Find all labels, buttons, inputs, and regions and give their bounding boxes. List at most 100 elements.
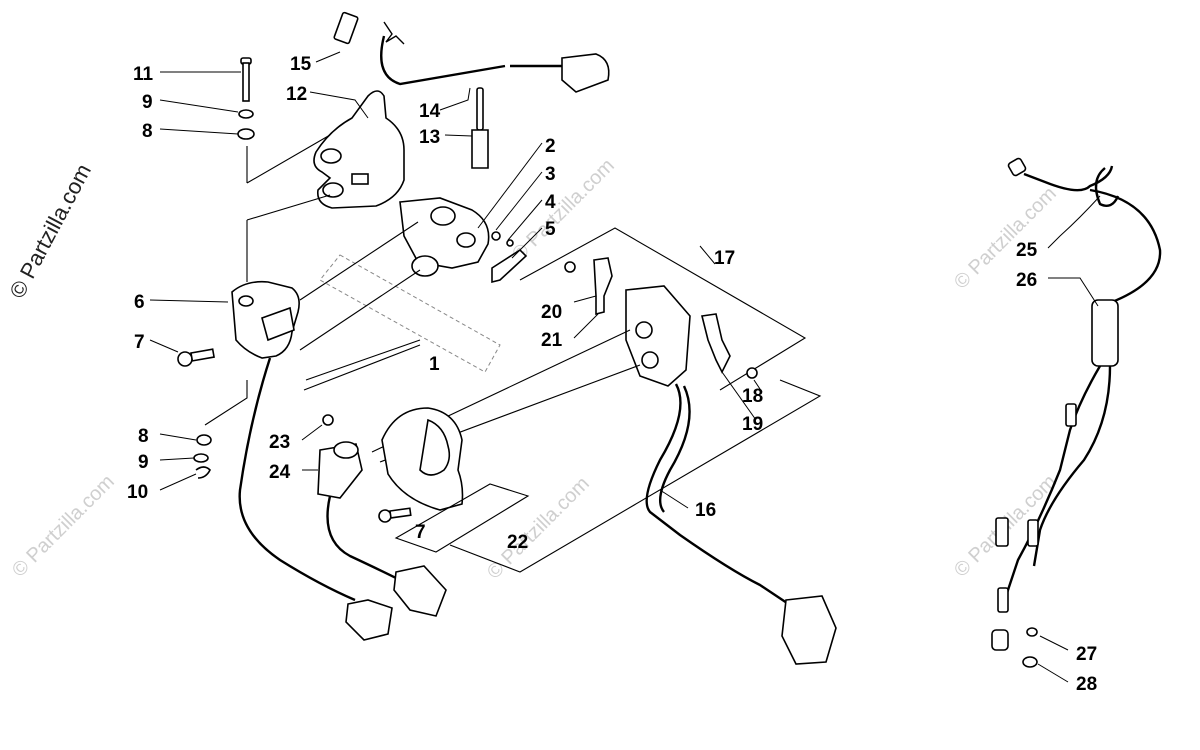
- clamp-hole: [238, 295, 254, 307]
- wire-end: [383, 21, 405, 45]
- callout-9: 9: [142, 92, 153, 113]
- switch-assembly: [299, 197, 528, 391]
- watermark-layer: © Partzilla.com © Partzilla.com © Partzi…: [4, 155, 1060, 584]
- screw-head: [177, 351, 193, 367]
- bracket-plate: [491, 248, 528, 284]
- callout-26: 26: [1016, 270, 1037, 291]
- adjuster: [1027, 519, 1039, 547]
- bracket-hole: [320, 148, 342, 164]
- plug-connector: [561, 53, 610, 93]
- clamp-wire: [238, 357, 356, 602]
- bracket-hole: [322, 182, 344, 198]
- lever: [701, 313, 731, 374]
- clip: [506, 239, 514, 247]
- screw-shaft: [389, 507, 412, 519]
- watermark-repeat: © Partzilla.com: [508, 155, 619, 266]
- callout-17: 17: [714, 248, 735, 269]
- ferrule: [997, 587, 1009, 613]
- cable: [1032, 365, 1112, 567]
- cable-loop: [1023, 165, 1114, 192]
- cable-cap: [991, 629, 1009, 651]
- housing-wire: [658, 385, 691, 513]
- lower-switch-assembly: [317, 329, 822, 641]
- washer: [196, 434, 212, 446]
- leader-lines: [149, 51, 1101, 683]
- callout-21: 21: [541, 330, 563, 351]
- ring-terminal-lead: [476, 87, 484, 131]
- switch-face: [419, 418, 451, 476]
- housing-assembly: [519, 227, 837, 665]
- housing: [625, 285, 691, 387]
- callout-25: 25: [1016, 240, 1038, 261]
- callout-23: 23: [269, 432, 290, 453]
- connector: [345, 599, 393, 641]
- button-wire: [326, 495, 401, 582]
- group-frame: [394, 483, 530, 553]
- pin-shaft: [242, 62, 250, 102]
- callout-13: 13: [419, 127, 440, 148]
- callout-24: 24: [269, 462, 291, 483]
- left-bracket-assembly: [177, 57, 405, 602]
- throttle-body: [399, 197, 490, 269]
- callout-12: 12: [286, 84, 307, 105]
- cable-loop: [1094, 167, 1120, 207]
- housing-boss: [641, 351, 659, 369]
- clip: [1026, 627, 1038, 637]
- washer: [237, 128, 255, 140]
- clamp-face: [261, 306, 295, 342]
- screw-shaft: [190, 348, 215, 362]
- callout-1: 1: [429, 354, 440, 375]
- callout-20: 20: [541, 302, 562, 323]
- bracket: [313, 90, 405, 209]
- callout-27: 27: [1076, 644, 1097, 665]
- o-ring: [1022, 656, 1038, 668]
- watermark-repeat: © Partzilla.com: [950, 183, 1061, 294]
- callout-5: 5: [545, 219, 556, 240]
- throttle-cable-assembly: [991, 157, 1162, 668]
- watermark-main: © Partzilla.com: [4, 160, 96, 303]
- connector-block: [781, 595, 837, 665]
- throttle-boss: [430, 206, 456, 226]
- screw: [322, 414, 334, 426]
- cable: [380, 35, 506, 86]
- callout-22: 22: [507, 532, 528, 553]
- group-frame: [449, 379, 822, 573]
- shaft-outline: [319, 254, 501, 373]
- lock-washer: [193, 453, 209, 463]
- spring: [491, 231, 501, 241]
- screw: [564, 261, 576, 273]
- callout-18: 18: [742, 386, 763, 407]
- adjuster: [995, 517, 1009, 547]
- cable-end: [1007, 157, 1027, 177]
- bracket-slot: [351, 173, 369, 185]
- assembly-line: [204, 380, 248, 426]
- cable-assembly-top: [333, 11, 610, 169]
- callout-9: 9: [138, 452, 149, 473]
- callout-7: 7: [415, 522, 426, 543]
- lever: [593, 257, 613, 316]
- terminal-boot: [333, 11, 359, 45]
- callout-2: 2: [545, 136, 556, 157]
- callout-10: 10: [127, 482, 148, 503]
- washer: [238, 109, 254, 119]
- callout-7: 7: [134, 332, 145, 353]
- button-cap: [333, 441, 359, 459]
- callout-3: 3: [545, 164, 556, 185]
- junction-sleeve: [1091, 299, 1119, 367]
- callout-8: 8: [142, 121, 153, 142]
- cable: [1089, 188, 1162, 304]
- housing-boss: [635, 321, 653, 339]
- screw: [746, 367, 758, 379]
- callout-16: 16: [695, 500, 716, 521]
- connector: [393, 565, 447, 617]
- leader-frame: [303, 339, 421, 391]
- group-frame: [519, 227, 807, 391]
- callout-6: 6: [134, 292, 145, 313]
- throttle-boss: [456, 232, 476, 248]
- adjuster: [1065, 403, 1077, 427]
- watermark-repeat: © Partzilla.com: [483, 473, 594, 584]
- callout-28: 28: [1076, 674, 1097, 695]
- e-clip: [195, 466, 211, 479]
- ring-terminal: [471, 129, 489, 169]
